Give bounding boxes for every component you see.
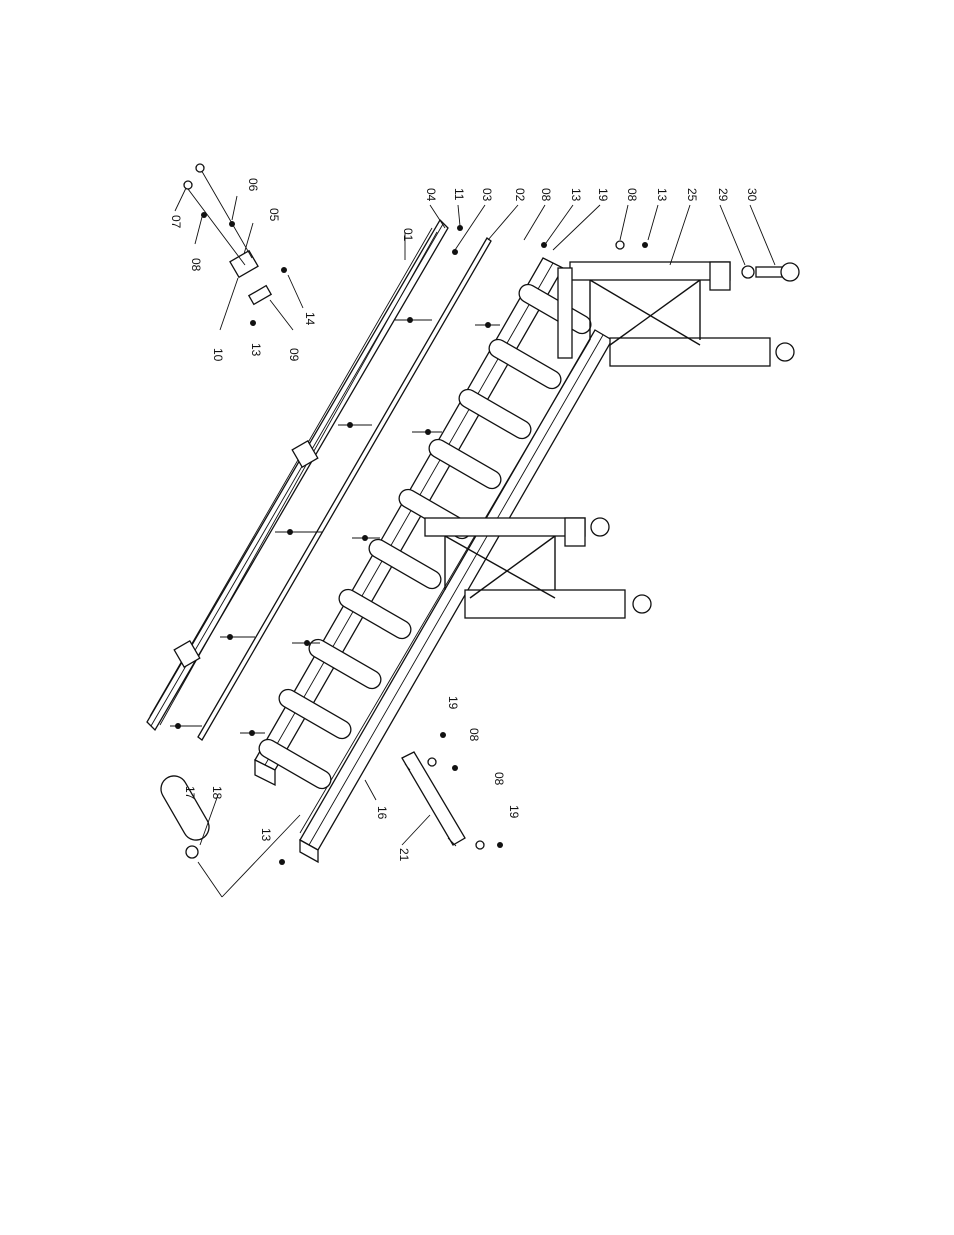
part-labels: 01 02 03 04 05 06 07 08 08 08 08 08 09 1…: [169, 178, 759, 862]
label-16: 16: [375, 806, 389, 820]
label-30: 30: [745, 188, 759, 202]
label-18: 18: [210, 786, 224, 800]
fence-rail: [146, 218, 449, 732]
scale-strip: [197, 237, 492, 741]
label-08-c: 08: [625, 188, 639, 202]
label-10: 10: [211, 348, 225, 362]
label-13-c: 13: [655, 188, 669, 202]
label-11: 11: [452, 188, 466, 201]
label-05: 05: [267, 208, 281, 222]
leg-stand-right: [557, 261, 800, 367]
label-21: 21: [397, 848, 411, 862]
label-06: 06: [246, 178, 260, 192]
label-04: 04: [424, 188, 438, 202]
label-19-b: 19: [446, 696, 460, 710]
label-13-a: 13: [249, 343, 263, 357]
label-14: 14: [303, 312, 317, 326]
label-02: 02: [513, 188, 527, 202]
leader-lines: [174, 187, 776, 846]
stop-block-assembly: [183, 163, 287, 326]
label-03: 03: [480, 188, 494, 202]
label-08-b: 08: [539, 188, 553, 202]
label-13-d: 13: [259, 828, 273, 842]
leg-stand-left: [424, 517, 652, 619]
label-08-e: 08: [492, 772, 506, 786]
rail-hardware: [170, 225, 648, 898]
label-19-c: 19: [507, 805, 521, 819]
label-09: 09: [287, 348, 301, 362]
label-17: 17: [183, 786, 197, 800]
label-29: 29: [716, 188, 730, 202]
label-08-a: 08: [189, 258, 203, 272]
label-07: 07: [169, 215, 183, 229]
label-01: 01: [401, 228, 415, 242]
extra-roller: [160, 775, 219, 859]
label-25: 25: [685, 188, 699, 202]
label-08-d: 08: [467, 728, 481, 742]
label-19-a: 19: [596, 188, 610, 202]
label-13-b: 13: [569, 188, 583, 202]
bracket: [401, 732, 503, 850]
